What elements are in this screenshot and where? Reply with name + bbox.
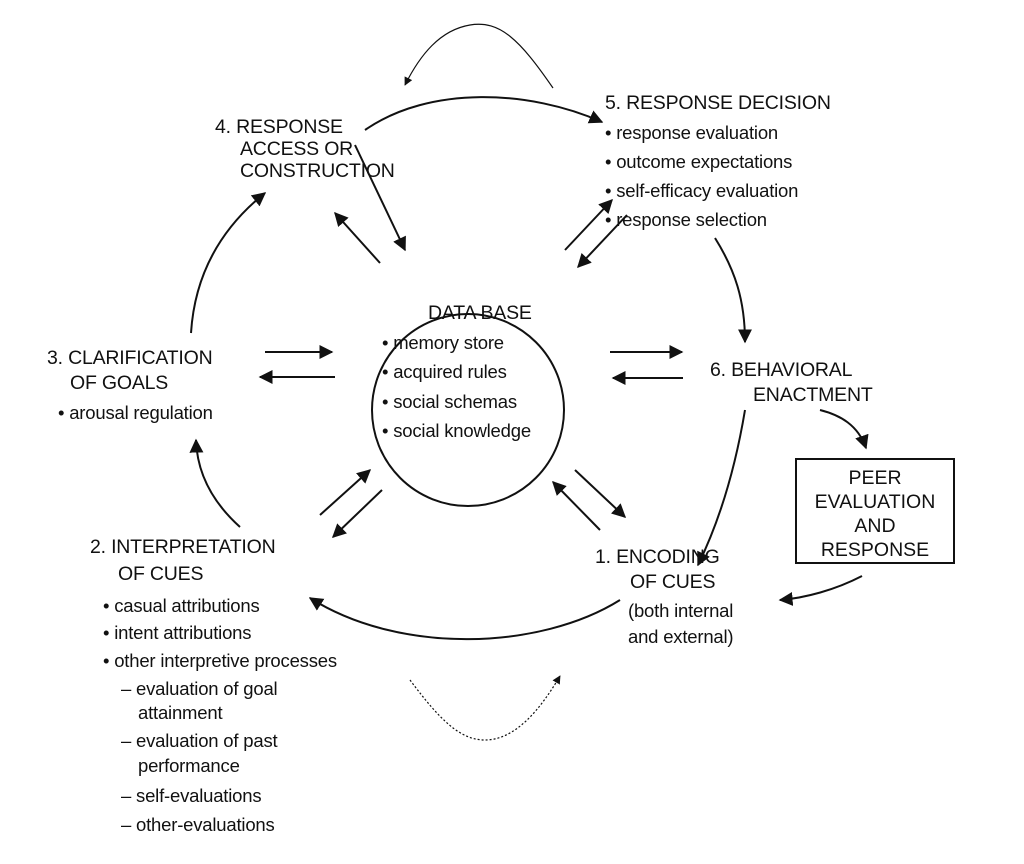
- database-bullet: • memory store: [382, 332, 504, 353]
- step5-bullet: • self-efficacy evaluation: [605, 180, 799, 201]
- arrow-db-to-2: [331, 489, 383, 538]
- step6-line1: 6. BEHAVIORAL: [710, 359, 853, 381]
- step2-line1: 2. INTERPRETATION: [90, 536, 276, 558]
- step2-sub-item: performance: [138, 755, 240, 776]
- step1-line3: (both internal: [628, 600, 734, 621]
- arrow-4-to-5: [364, 96, 604, 131]
- arrow-1-to-2: [308, 597, 621, 641]
- step2-bullet: • casual attributions: [103, 595, 260, 616]
- arrow-db-to-1: [574, 469, 627, 518]
- step4-line3: CONSTRUCTION: [240, 160, 395, 182]
- arrow-6-to-peer: [819, 409, 869, 450]
- arrow-db-to-4: [334, 211, 381, 264]
- step5-title: 5. RESPONSE DECISION: [605, 92, 831, 114]
- arrow-5-to-db: [577, 214, 628, 269]
- step2-sub-item: – other-evaluations: [121, 814, 275, 835]
- step4-line2: ACCESS OR: [240, 138, 354, 160]
- step2-sub-item: – evaluation of goal: [121, 678, 278, 699]
- feedback-dashed-bottom-arrow: [409, 675, 561, 741]
- peer-line: AND: [854, 515, 896, 537]
- step1-line4: and external): [628, 626, 734, 647]
- feedback-dashed-top-arrow: [404, 23, 554, 89]
- arrow-db-to-5: [564, 198, 613, 251]
- arrow-2-to-3: [189, 438, 241, 528]
- arrow-3-to-4: [190, 192, 267, 334]
- peer-line: EVALUATION: [814, 491, 936, 513]
- arrow-4-to-db: [354, 144, 406, 252]
- arrow-6-to-1: [697, 409, 746, 567]
- step1-line2: OF CUES: [630, 571, 716, 593]
- database-bullet: • acquired rules: [382, 361, 507, 382]
- database-circle: [371, 313, 565, 507]
- peer-line: RESPONSE: [820, 539, 930, 561]
- step2-bullet: • other interpretive processes: [103, 650, 337, 671]
- peer-line: PEER: [848, 467, 902, 489]
- step5-bullet: • outcome expectations: [605, 151, 793, 172]
- database-bullet: • social schemas: [382, 391, 517, 412]
- step1-line1: 1. ENCODING: [595, 546, 720, 568]
- arrow-1-to-db: [552, 480, 601, 531]
- arrow-peer-to-1: [778, 575, 863, 606]
- step4-line1: 4. RESPONSE: [215, 116, 343, 138]
- arrow-2-to-db: [319, 469, 372, 516]
- step3-line1: 3. CLARIFICATION: [47, 347, 213, 369]
- step2-line2: OF CUES: [118, 563, 204, 585]
- step5-bullet: • response selection: [605, 209, 767, 230]
- step3-line2: OF GOALS: [70, 372, 169, 394]
- peer-evaluation-box: PEER EVALUATION AND RESPONSE: [795, 458, 955, 564]
- database-title: DATA BASE: [428, 302, 532, 324]
- step2-sub-item: – self-evaluations: [121, 785, 262, 806]
- step6-line2: ENACTMENT: [753, 384, 873, 406]
- step2-bullet: • intent attributions: [103, 622, 252, 643]
- step2-sub-item: – evaluation of past: [121, 730, 278, 751]
- step2-sub-item: attainment: [138, 702, 223, 723]
- arrow-5-to-6: [714, 237, 752, 344]
- step3-bullet: • arousal regulation: [58, 402, 213, 423]
- database-bullet: • social knowledge: [382, 420, 531, 441]
- step5-bullet: • response evaluation: [605, 122, 779, 143]
